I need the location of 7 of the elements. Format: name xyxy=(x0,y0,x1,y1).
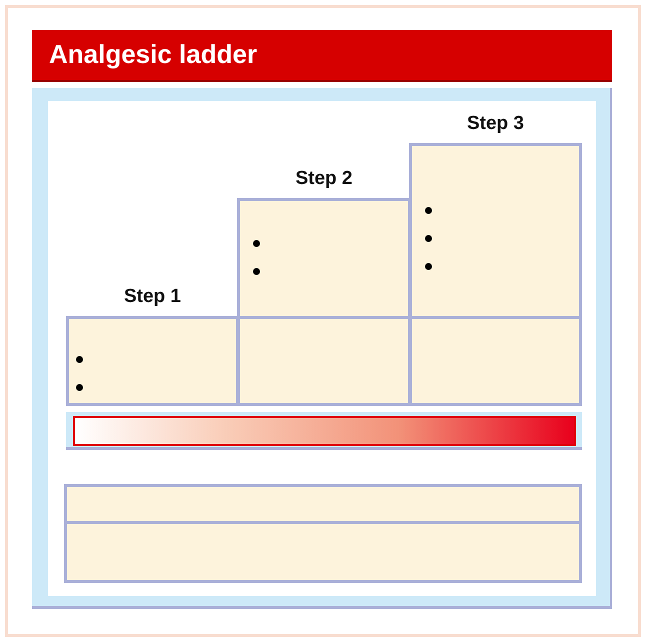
step-heading: Step 2 xyxy=(295,168,353,190)
step-heading: Step 3 xyxy=(466,113,524,135)
empty-box xyxy=(64,521,582,583)
gradient-bar xyxy=(73,416,576,446)
step-heading: Step 1 xyxy=(124,286,182,308)
empty-box xyxy=(64,484,582,524)
title: Analgesic ladder xyxy=(49,39,258,69)
